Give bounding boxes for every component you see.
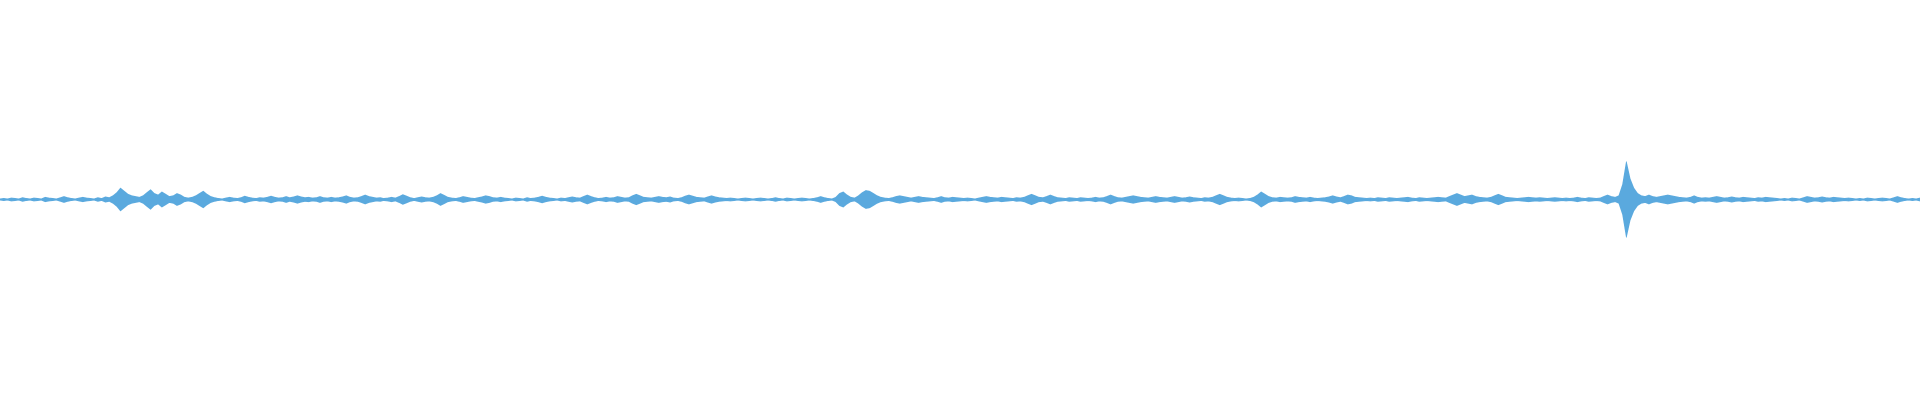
- waveform-envelope: [0, 161, 1920, 238]
